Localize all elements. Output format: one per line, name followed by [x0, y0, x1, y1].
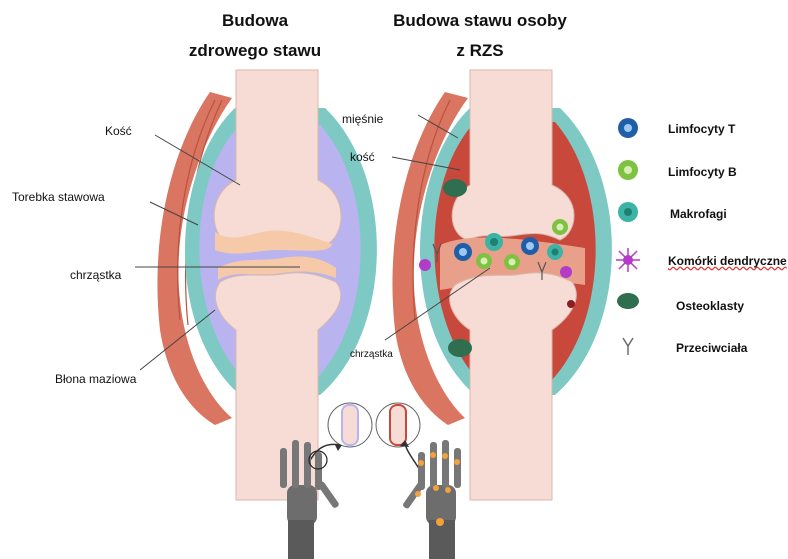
legend-label-antibodies: Przeciwciała — [676, 341, 747, 355]
legend-label-b-lymphocytes: Limfocyty B — [668, 165, 737, 179]
legend-label-dendritic-cells: Komórki dendryczne — [668, 254, 787, 268]
t-lymphocyte-icon — [618, 118, 638, 138]
rzs-hand-inset — [376, 403, 461, 559]
legend-icons — [616, 118, 640, 355]
rzs-joint-diagram — [385, 70, 612, 500]
legend-label-macrophages: Makrofagi — [670, 207, 727, 221]
label-muscles: mięśnie — [342, 112, 383, 126]
label-cartilage-healthy: chrząstka — [70, 268, 121, 282]
label-bone-rzs: kość — [350, 150, 375, 164]
legend-label-t-lymphocytes: Limfocyty T — [668, 122, 735, 136]
b-lymphocyte-icon — [618, 160, 638, 180]
osteoclast-icon — [617, 293, 639, 309]
label-bone-healthy: Kość — [105, 124, 132, 138]
label-capsule: Torebka stawowa — [12, 190, 105, 204]
label-cartilage-rzs: chrząstka — [350, 349, 393, 360]
macrophage-icon — [618, 202, 638, 222]
legend-label-osteoclasts: Osteoklasty — [676, 299, 744, 313]
antibody-icon — [623, 338, 633, 355]
dendritic-cell-icon — [616, 248, 640, 272]
label-synovial-membrane: Błona maziowa — [55, 372, 136, 386]
